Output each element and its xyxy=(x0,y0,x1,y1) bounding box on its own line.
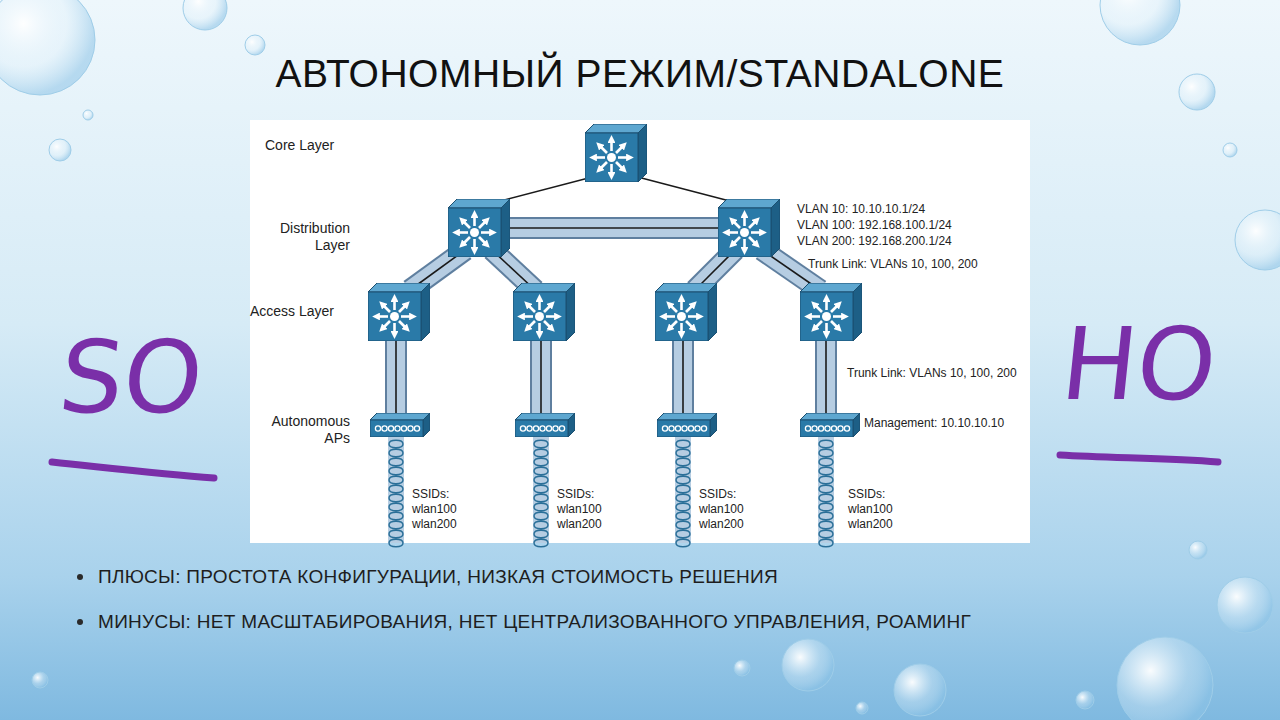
art-use xyxy=(448,199,510,257)
art-circle xyxy=(83,110,93,120)
art-circle xyxy=(1217,577,1273,633)
art-line xyxy=(500,227,730,229)
hand-underline xyxy=(52,455,1218,478)
trunk-label: Trunk Link: VLANs 10, 100, 200 xyxy=(808,257,978,271)
vlan-label: VLAN 100: 192.168.100.1/24 xyxy=(797,218,952,232)
art-line xyxy=(395,335,397,418)
art-line xyxy=(815,335,837,418)
bullet-dot xyxy=(77,574,83,625)
ssid-label: SSIDs: wlan100 wlan200 xyxy=(412,487,474,532)
ssid-label: SSIDs: wlan100 wlan200 xyxy=(699,487,761,532)
art-circle xyxy=(1117,637,1213,720)
diagram-panel xyxy=(250,120,1030,543)
art-line xyxy=(817,335,835,418)
vlan-label: VLAN 10: 10.10.10.1/24 xyxy=(797,202,925,216)
art-line xyxy=(385,335,407,418)
layer-label: Distribution Layer xyxy=(258,220,350,254)
art-line xyxy=(672,335,694,418)
signal-coil xyxy=(819,440,833,547)
signal-coil xyxy=(676,440,690,547)
ssid-label: SSIDs: wlan100 wlan200 xyxy=(848,487,910,532)
handwritten-note: SO xyxy=(54,318,209,438)
art-line xyxy=(825,335,827,418)
art-circle xyxy=(1076,691,1094,709)
art-use xyxy=(800,413,860,437)
management-label: Management: 10.10.10.10 xyxy=(864,416,1004,430)
bullet-text: МИНУСЫ: НЕТ МАСШТАБИРОВАНИЯ, НЕТ ЦЕНТРАЛ… xyxy=(98,610,971,633)
art-circle xyxy=(894,664,946,716)
art-use xyxy=(585,124,647,182)
art-circle xyxy=(1179,74,1215,110)
vlan-label: VLAN 200: 192.168.200.1/24 xyxy=(797,234,952,248)
trunk-label: Trunk Link: VLANs 10, 100, 200 xyxy=(847,366,1017,380)
art-line xyxy=(532,335,550,418)
art-use xyxy=(655,283,717,341)
art-line xyxy=(500,217,730,239)
art-use xyxy=(800,283,862,341)
art-line xyxy=(674,335,692,418)
art-use xyxy=(718,199,780,257)
ap-icons xyxy=(370,413,860,437)
art-circle xyxy=(1223,143,1237,157)
art-circle xyxy=(1100,0,1180,45)
art-line xyxy=(540,335,542,418)
layer-label: Autonomous APs xyxy=(250,413,350,447)
art-circle xyxy=(782,639,834,691)
art-circle xyxy=(734,660,750,676)
art-circle xyxy=(77,619,83,625)
art-use xyxy=(657,413,717,437)
radio-signal xyxy=(388,437,834,547)
art-circle xyxy=(32,672,48,688)
handwritten-note: HO xyxy=(1056,305,1223,425)
art-line xyxy=(500,219,730,237)
layer-label: Core Layer xyxy=(265,137,334,154)
art-circle xyxy=(1235,210,1280,270)
art-circle xyxy=(1189,541,1207,559)
art-use xyxy=(513,283,575,341)
art-use xyxy=(370,413,430,437)
art-circle xyxy=(49,139,71,161)
art-circle xyxy=(183,0,227,30)
art-line xyxy=(682,335,684,418)
art-use xyxy=(515,413,575,437)
art-circle xyxy=(0,0,95,95)
ssid-label: SSIDs: wlan100 wlan200 xyxy=(557,487,619,532)
art-circle xyxy=(856,702,868,714)
art-line xyxy=(530,335,552,418)
layer-label: Access Layer xyxy=(250,303,334,320)
signal-coil xyxy=(534,440,548,547)
signal-coil xyxy=(389,440,403,547)
slide-title: АВТОНОМНЫЙ РЕЖИМ/STANDALONE xyxy=(0,52,1280,96)
art-line xyxy=(387,335,405,418)
art-use xyxy=(368,283,430,341)
switch-icons xyxy=(368,124,862,341)
art-circle xyxy=(77,574,83,580)
art-circle xyxy=(245,35,265,55)
art-path xyxy=(1060,455,1218,462)
art-path xyxy=(52,462,214,478)
bullet-text: ПЛЮСЫ: ПРОСТОТА КОНФИГУРАЦИИ, НИЗКАЯ СТО… xyxy=(98,565,778,588)
